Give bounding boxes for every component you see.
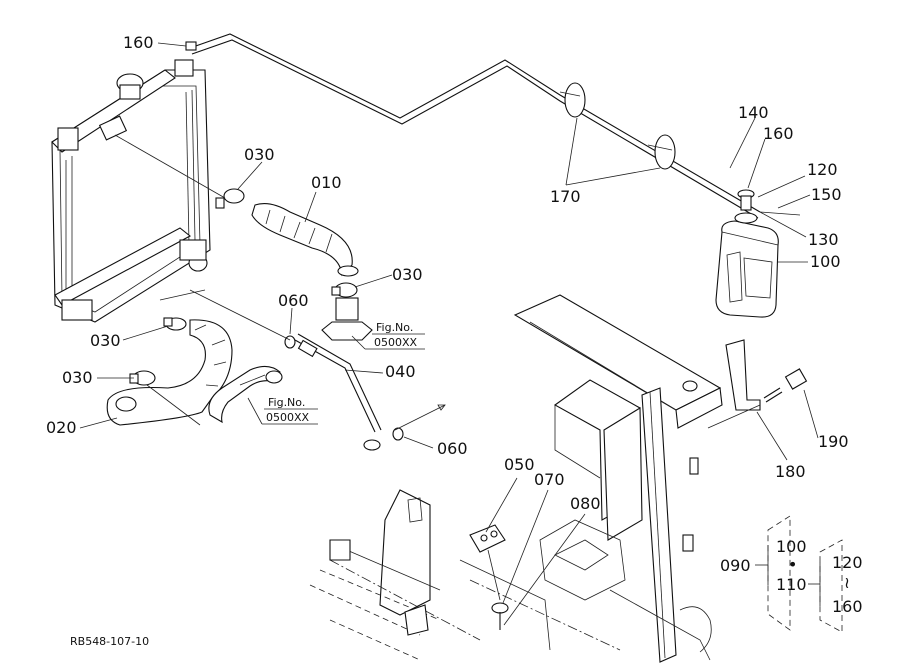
callout-150: 150 xyxy=(811,185,842,204)
bolt-190 xyxy=(763,368,808,403)
callout-080: 080 xyxy=(570,494,601,513)
callout-020: 020 xyxy=(46,418,77,437)
callout-190: 190 xyxy=(818,432,849,451)
callout-090: 090 xyxy=(720,556,751,575)
callout-050: 050 xyxy=(504,455,535,474)
fig-ref-code: 0500XX xyxy=(266,411,310,424)
callout-060-low: 060 xyxy=(437,439,468,458)
frame-chassis xyxy=(309,294,723,663)
callout-120: 120 xyxy=(807,160,838,179)
drawing-code: RB548-107-10 xyxy=(70,635,149,648)
fig-ref-title: Fig.No. xyxy=(268,396,305,409)
callout-180: 180 xyxy=(775,462,806,481)
overflow-pipe xyxy=(189,33,801,219)
callout-labels: 160 030 010 030 060 030 030 020 040 060 … xyxy=(46,33,849,575)
callout-130: 130 xyxy=(808,230,839,249)
fig-ref-title: Fig.No. xyxy=(376,321,413,334)
upper-hose xyxy=(215,188,373,341)
callout-030-low: 030 xyxy=(62,368,93,387)
callout-060-top: 060 xyxy=(278,291,309,310)
clamp-160-top xyxy=(185,41,197,51)
kit-group xyxy=(755,515,843,633)
callout-100: 100 xyxy=(810,252,841,271)
reserve-tank xyxy=(715,189,779,411)
callout-070: 070 xyxy=(534,470,565,489)
callout-170: 170 xyxy=(550,187,581,206)
callout-140: 140 xyxy=(738,103,769,122)
callout-030-top: 030 xyxy=(244,145,275,164)
fig-ref-upper: Fig.No. 0500XX xyxy=(351,321,425,350)
water-pipe xyxy=(284,333,446,451)
kit-top-label: 100 xyxy=(776,537,807,556)
kit-range-start: 120 xyxy=(832,553,863,572)
kit-range-end: 160 xyxy=(832,597,863,616)
radiator xyxy=(51,59,211,323)
callout-160-right: 160 xyxy=(763,124,794,143)
kit-labels: 100 • 110 120 ≀ 160 xyxy=(776,537,863,616)
callout-160-top: 160 xyxy=(123,33,154,52)
kit-bottom-label: 110 xyxy=(776,575,807,594)
kit-range-symbol: ≀ xyxy=(844,573,850,592)
leader-lines xyxy=(114,134,291,426)
callout-040: 040 xyxy=(385,362,416,381)
callout-030-mid: 030 xyxy=(392,265,423,284)
callout-leaders xyxy=(79,42,819,626)
kit-dot: • xyxy=(788,555,797,574)
fig-ref-lower: Fig.No. 0500XX xyxy=(247,396,318,425)
callout-010: 010 xyxy=(311,173,342,192)
lower-hose xyxy=(106,317,283,426)
callout-030-left: 030 xyxy=(90,331,121,350)
fig-ref-code: 0500XX xyxy=(374,336,418,349)
